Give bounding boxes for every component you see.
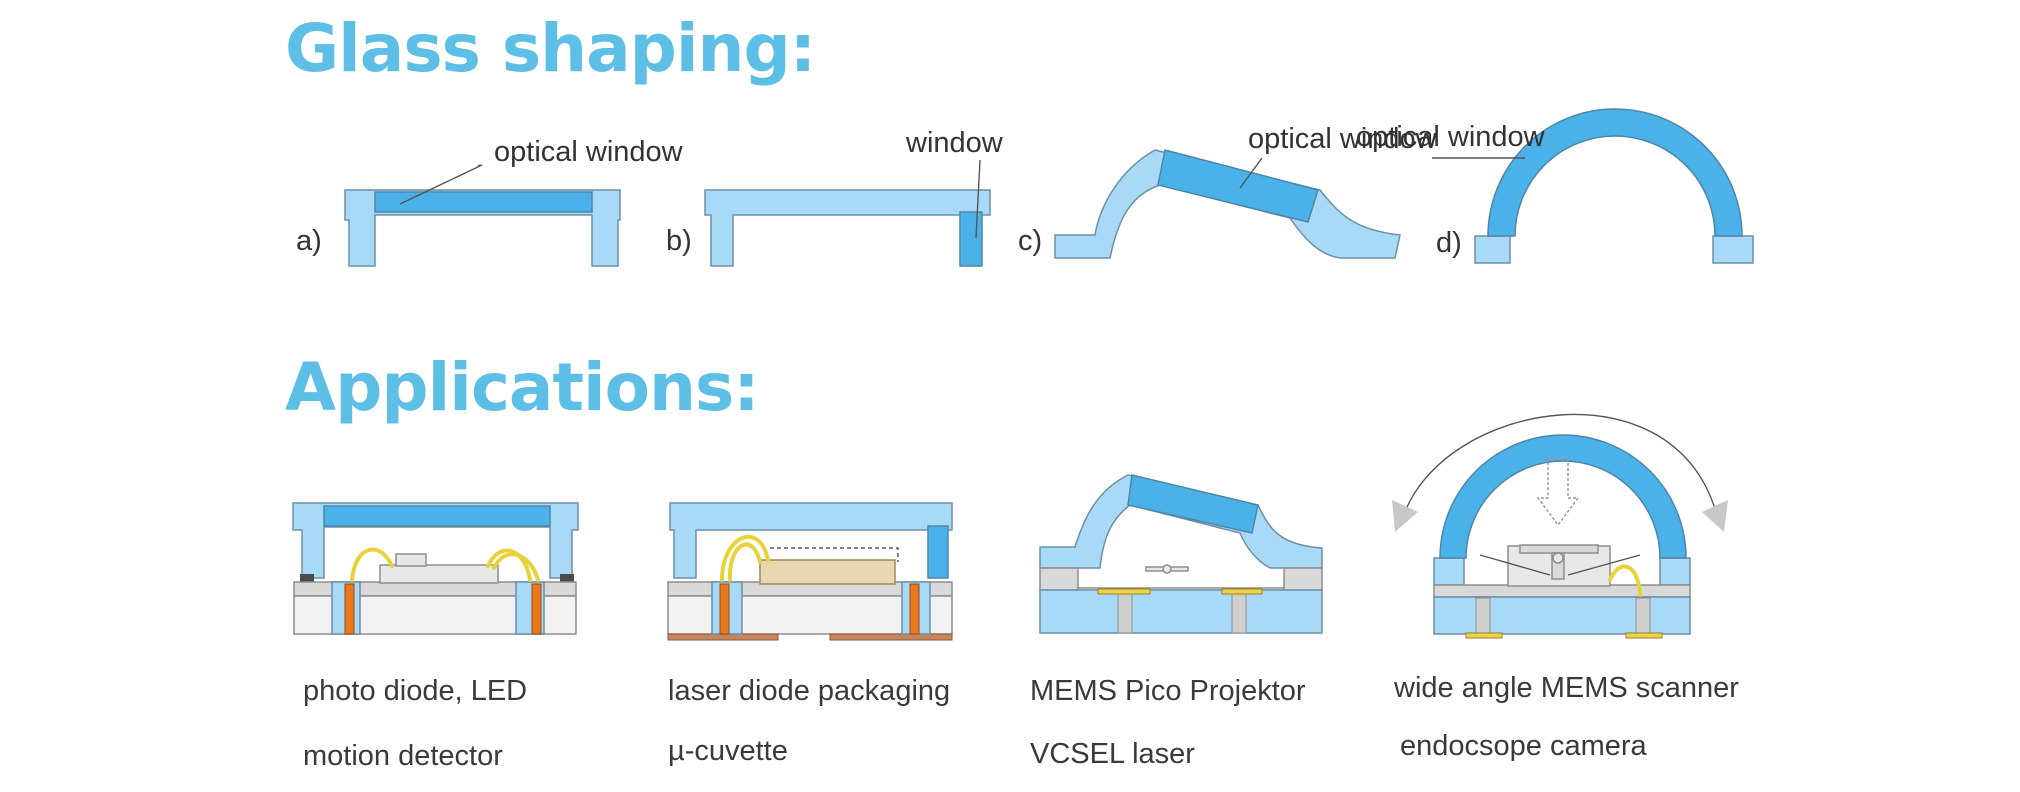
label-a-letter: a) (296, 225, 322, 257)
app4-pivot (1552, 552, 1564, 564)
leader-c (1239, 157, 1263, 189)
app1-caption-line1: photo diode, LED (303, 675, 527, 707)
shaping-b: b) window (666, 127, 1004, 267)
app3-spacer-right (1283, 567, 1323, 591)
app3-caption-line1: MEMS Pico Projektor (1030, 675, 1306, 707)
app2-via-right (909, 583, 920, 635)
app1-via-left (344, 583, 355, 635)
glass-shaping-heading: Glass shaping: (285, 10, 816, 87)
applications-heading: Applications: (285, 349, 760, 426)
app4-pad-left (1465, 632, 1503, 639)
app4-caption-line1: wide angle MEMS scanner (1393, 672, 1739, 704)
label-b-text: window (905, 127, 1004, 159)
app4-incoming-beam-icon (1536, 457, 1580, 527)
application-4: wide angle MEMS scanner endocsope camera (1392, 413, 1739, 762)
app2-bond-wire-2 (727, 542, 762, 582)
label-b-letter: b) (666, 225, 692, 257)
app4-beam-right (1567, 554, 1641, 576)
app3-via-left (1117, 591, 1133, 634)
app4-arrow-left-icon (1392, 500, 1418, 532)
app1-seal-right (560, 574, 574, 582)
label-d-text: optical window (1356, 121, 1546, 153)
app2-caption-line2: µ-cuvette (668, 735, 788, 767)
app4-base (1433, 596, 1691, 635)
app3-mirror-pivot (1162, 564, 1172, 574)
app1-bond-wire-right-2 (492, 552, 540, 582)
app3-optical-window (1127, 474, 1259, 534)
app2-pad-left (667, 633, 779, 641)
app3-glass-cap (1039, 474, 1323, 569)
shaping-c: c) optical window (1018, 123, 1438, 259)
app4-arrow-right-icon (1702, 500, 1728, 532)
app4-scan-arc (1401, 413, 1719, 521)
app3-pad-right (1221, 588, 1263, 595)
label-c-letter: c) (1018, 225, 1042, 257)
app2-side-window (927, 525, 949, 579)
leader-b (975, 159, 981, 239)
app1-die (395, 553, 427, 567)
glass-base-d (1474, 235, 1754, 264)
application-1: photo diode, LED motion detector (292, 502, 579, 772)
app4-bond-wire (1608, 564, 1642, 597)
shaping-a: a) optical window (296, 136, 684, 267)
app4-via-left (1475, 597, 1491, 635)
app2-glass-cap (669, 502, 953, 579)
application-3: MEMS Pico Projektor VCSEL laser (1030, 474, 1323, 770)
app1-chip (379, 564, 499, 584)
app2-caption-line1: laser diode packaging (668, 675, 950, 707)
app1-caption-line2: motion detector (303, 740, 503, 772)
app1-bond-wire-left (350, 547, 394, 582)
app1-seal-left (300, 574, 314, 582)
app3-base (1039, 589, 1323, 634)
app3-pad-left (1097, 588, 1151, 595)
app4-mirror (1519, 544, 1599, 554)
app4-spacer (1433, 584, 1691, 598)
app2-beam-outline (770, 547, 899, 562)
app4-via-right (1635, 597, 1651, 635)
app1-bond-wire-right (486, 548, 532, 582)
app3-caption-line2: VCSEL laser (1030, 738, 1195, 770)
optical-window-c (1157, 149, 1319, 223)
app2-laser-diode (759, 559, 896, 585)
shaping-d: d) optical window (1356, 108, 1754, 264)
app2-pad-right (829, 633, 953, 641)
glass-cap-c (1054, 149, 1401, 259)
dome-window-d (1487, 108, 1743, 237)
app4-beam-left (1479, 554, 1551, 576)
app3-spacer-left (1039, 567, 1079, 591)
label-c-text: optical window (1248, 123, 1438, 155)
app4-pad-right (1625, 632, 1663, 639)
application-2: laser diode packaging µ-cuvette (667, 502, 953, 767)
app2-bond-wire-1 (720, 534, 770, 582)
leader-a (399, 164, 483, 205)
glass-cap-b (704, 189, 991, 267)
app1-via-right (531, 583, 542, 635)
side-window-b (959, 211, 983, 267)
app4-caption-line2: endocsope camera (1400, 730, 1648, 762)
label-d-letter: d) (1436, 227, 1462, 259)
optical-window-a (374, 191, 593, 213)
label-a-text: optical window (494, 136, 684, 168)
app4-dome-window (1439, 434, 1687, 559)
app1-optical-window (323, 505, 551, 527)
app3-via-right (1231, 591, 1247, 634)
app2-via-left (719, 583, 730, 635)
